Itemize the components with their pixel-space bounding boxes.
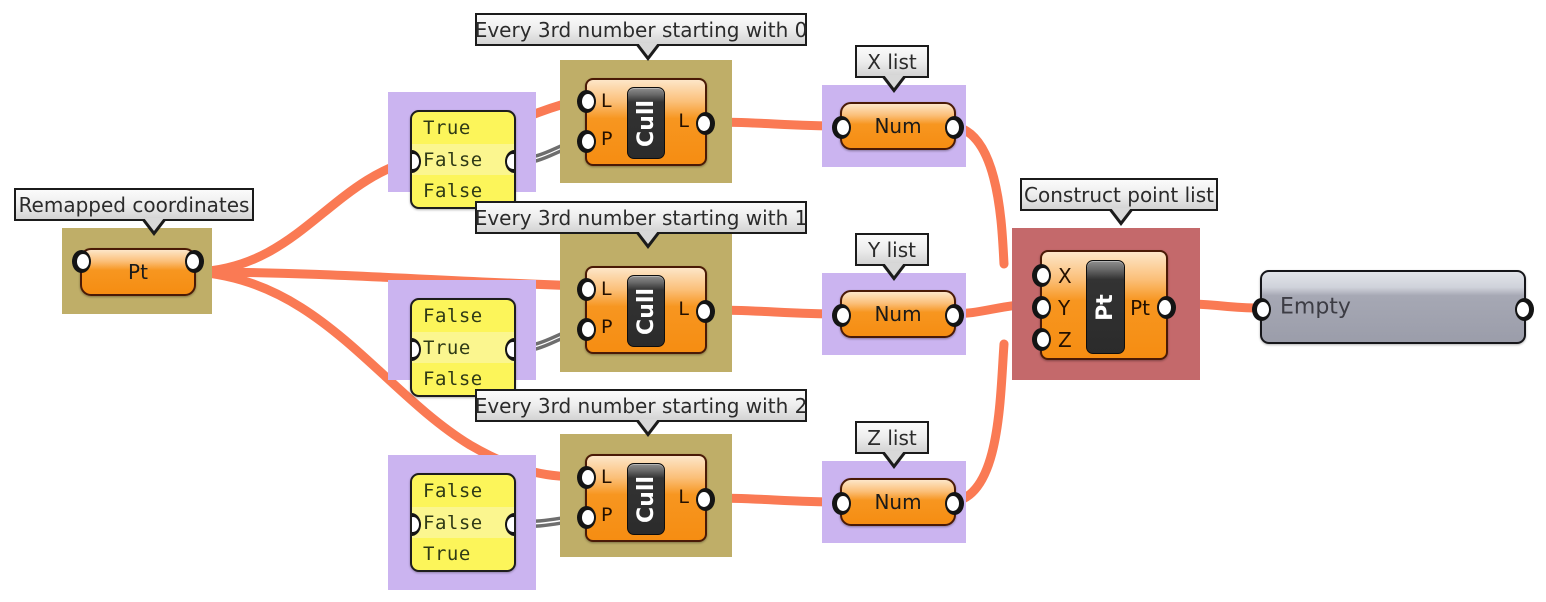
callout-text: Z list (867, 425, 917, 450)
bool-row: False (423, 304, 483, 327)
port-in-pt-source[interactable] (72, 250, 91, 273)
callout-text: Y list (868, 237, 916, 262)
callout-x-list: X list (855, 45, 929, 93)
callout-tail-fill (884, 451, 904, 464)
node-num-x[interactable]: Num (832, 102, 964, 150)
port-out-cpt-Pt[interactable] (1157, 296, 1176, 319)
callout-every-3rd-1: Every 3rd number starting with 1 (474, 201, 808, 249)
bool-row: False (412, 506, 514, 539)
port-label-L-in: L (601, 278, 612, 300)
port-label-X: X (1058, 264, 1072, 288)
port-label-L-out: L (678, 298, 689, 320)
bool-list-panel-0[interactable]: True False False (410, 110, 516, 209)
bool-row: True (423, 543, 471, 566)
node-cull-1-label: Cull (633, 287, 659, 335)
callout-text: Remapped coordinates (18, 192, 250, 217)
port-label-Pt: Pt (1130, 296, 1150, 320)
port-in-cpt-X[interactable] (1032, 264, 1051, 287)
node-num-x-label: Num (874, 114, 922, 138)
node-source-point-label: Pt (128, 260, 148, 284)
callout-remapped-coordinates: Remapped coordinates (14, 188, 254, 236)
bool-row: True (412, 331, 514, 364)
callout-tail-fill (638, 231, 658, 244)
port-label-P-in: P (601, 504, 613, 526)
port-in-cull-2-P[interactable] (577, 506, 596, 529)
callout-every-3rd-2: Every 3rd number starting with 2 (474, 389, 808, 437)
port-out-pt-source[interactable] (185, 250, 204, 273)
port-out-bool-2[interactable] (505, 513, 514, 536)
callout-text: Every 3rd number starting with 1 (474, 205, 808, 230)
callout-y-list: Y list (855, 233, 929, 281)
node-cull-0[interactable]: L P L Cull (577, 78, 715, 166)
node-num-y[interactable]: Num (832, 290, 964, 338)
port-out-empty[interactable] (1515, 298, 1534, 321)
bool-row: False (423, 479, 483, 502)
port-in-bool-2[interactable] (412, 513, 421, 536)
callout-construct-point-list: Construct point list (1020, 178, 1218, 226)
port-label-L-out: L (678, 110, 689, 132)
bool-row: True (423, 116, 471, 139)
port-in-cpt-Z[interactable] (1032, 328, 1051, 351)
node-cull-0-plaque: Cull (627, 87, 665, 159)
port-in-cull-0-P[interactable] (577, 130, 596, 153)
node-cull-2-plaque: Cull (627, 463, 665, 535)
port-in-cull-1-L[interactable] (577, 278, 596, 301)
port-label-Z: Z (1058, 328, 1072, 352)
bool-list-panel-2[interactable]: False False True (410, 473, 516, 572)
port-label-P-in: P (601, 316, 613, 338)
callout-text: Construct point list (1024, 182, 1214, 207)
callout-tail-fill (144, 218, 164, 231)
callout-every-3rd-0: Every 3rd number starting with 0 (474, 13, 808, 61)
port-in-num-y[interactable] (832, 304, 851, 327)
port-out-num-y[interactable] (945, 304, 964, 327)
callout-text: Every 3rd number starting with 0 (474, 17, 808, 42)
port-in-cpt-Y[interactable] (1032, 296, 1051, 319)
port-out-num-x[interactable] (945, 116, 964, 139)
bool-row: False (412, 143, 514, 176)
node-source-point[interactable]: Pt (72, 248, 204, 296)
node-num-z-label: Num (874, 490, 922, 514)
callout-tail-fill (638, 419, 658, 432)
callout-tail-fill (638, 43, 658, 56)
port-in-num-x[interactable] (832, 116, 851, 139)
bool-list-panel-1[interactable]: False True False (410, 298, 516, 397)
port-out-cull-0-L[interactable] (696, 112, 715, 135)
port-label-L-out: L (678, 486, 689, 508)
port-in-num-z[interactable] (832, 492, 851, 515)
node-construct-point-plaque: Pt (1086, 260, 1125, 354)
port-in-empty[interactable] (1252, 298, 1271, 321)
node-num-y-label: Num (874, 302, 922, 326)
node-cull-1-plaque: Cull (627, 275, 665, 347)
node-empty-panel[interactable]: Empty (1252, 270, 1534, 344)
node-construct-point-label: Pt (1092, 293, 1118, 321)
callout-z-list: Z list (855, 421, 929, 469)
port-out-cull-1-L[interactable] (696, 300, 715, 323)
node-construct-point[interactable]: X Y Z Pt Pt (1032, 250, 1176, 360)
node-cull-1[interactable]: L P L Cull (577, 266, 715, 354)
port-in-cull-1-P[interactable] (577, 318, 596, 341)
port-in-cull-2-L[interactable] (577, 466, 596, 489)
port-label-L-in: L (601, 466, 612, 488)
node-num-z[interactable]: Num (832, 478, 964, 526)
callout-tail-fill (1111, 208, 1131, 221)
callout-text: X list (867, 49, 917, 74)
callout-tail-fill (884, 75, 904, 88)
port-out-cull-2-L[interactable] (696, 488, 715, 511)
node-cull-2[interactable]: L P L Cull (577, 454, 715, 542)
node-cull-2-label: Cull (633, 475, 659, 523)
callout-text: Every 3rd number starting with 2 (474, 393, 808, 418)
callout-tail-fill (884, 263, 904, 276)
port-label-Y: Y (1058, 296, 1071, 320)
port-label-P-in: P (601, 128, 613, 150)
port-label-L-in: L (601, 90, 612, 112)
port-in-cull-0-L[interactable] (577, 90, 596, 113)
node-empty-panel-label: Empty (1280, 294, 1351, 320)
node-cull-0-label: Cull (633, 99, 659, 147)
port-out-num-z[interactable] (945, 492, 964, 515)
